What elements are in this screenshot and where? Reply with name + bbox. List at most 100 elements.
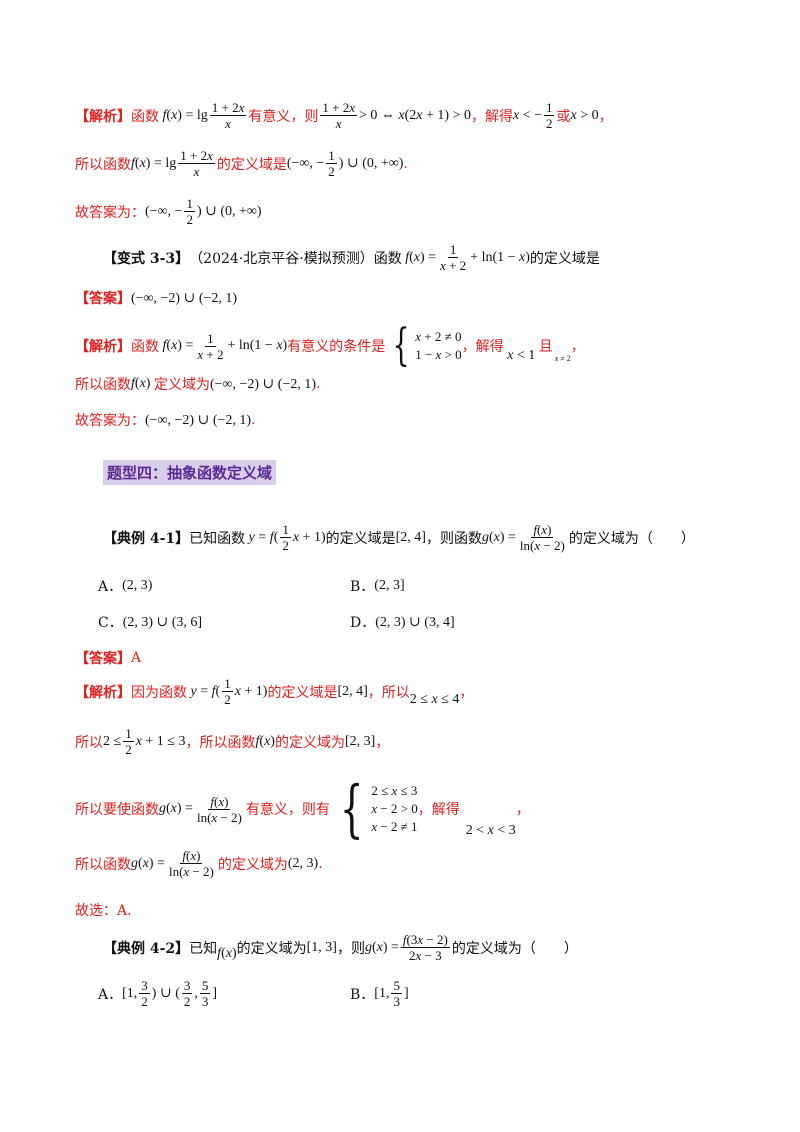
math-interval: ) ∪ (0, +∞) xyxy=(196,204,262,219)
text: 的定义域是 xyxy=(325,530,396,547)
math-fx: f(x) xyxy=(255,733,275,749)
option-label: A． xyxy=(98,579,123,595)
math-gx: g(x) = xyxy=(131,855,165,871)
text: 且 xyxy=(538,339,553,355)
math-gx: g(x) = xyxy=(159,801,193,816)
math-fx: f(x) xyxy=(131,376,154,391)
math-fraction: f(x)ln(x − 2) xyxy=(196,793,242,825)
math-ineq: x + 1 ≤ 3 xyxy=(135,733,186,749)
math-x-less-1: x < 1 xyxy=(507,348,539,363)
text: 故选：A. xyxy=(75,903,132,919)
math-interval: , xyxy=(194,985,198,1001)
math-fraction: f(3x − 2)2x − 3 xyxy=(400,932,450,963)
analysis-tag: 【解析】 xyxy=(75,108,131,125)
math-interval: (−∞, −2) ∪ (−2, 1) xyxy=(209,376,316,392)
text: 所以函数 xyxy=(75,377,131,393)
math-x-greater: x > 0 xyxy=(570,107,599,123)
text: ，解得 xyxy=(461,339,504,355)
math-gx: g(x) = xyxy=(481,529,516,545)
math-fx: f(x) = xyxy=(405,249,437,265)
math-interval: (−∞, − xyxy=(286,155,325,171)
math-interval: (2, 3) ∪ (3, 6] xyxy=(122,614,203,630)
math-x-less: x < − xyxy=(512,107,542,123)
option-label: C． xyxy=(98,615,123,631)
text: . xyxy=(318,855,323,872)
math-solution: 2 < x < 3 xyxy=(465,823,516,838)
text: 已知函数 xyxy=(189,530,246,547)
math-interval: [2, 4] xyxy=(337,683,368,699)
example-4-1-answer: 【答案】 A xyxy=(75,648,141,668)
text: ，所以函数 xyxy=(185,734,256,751)
text: 故答案为： xyxy=(75,204,145,221)
text: 的定义域是 xyxy=(267,684,338,701)
math-fx: f(x) = xyxy=(162,338,194,353)
math-arg: x + 1) xyxy=(234,683,268,699)
text: ，则 xyxy=(336,940,365,957)
answer-tag: 【答案】 xyxy=(75,651,131,667)
math-arg: x + 1) xyxy=(292,529,326,545)
option-d: D． (2, 3) ∪ (3, 4] xyxy=(350,612,455,632)
math-interval: (−∞, −2) ∪ (−2, 1) xyxy=(131,290,238,306)
example-4-1-analysis-4: 所以函数 g(x) = f(x)ln(x − 2) 的定义域为 (2, 3) . xyxy=(75,848,323,879)
math-interval: (2, 3] xyxy=(374,578,405,593)
example-4-1-choice: 故选：A. xyxy=(75,900,132,920)
answer-value: A xyxy=(131,650,142,666)
text: ，所以 xyxy=(367,684,410,701)
text: 所以函数 xyxy=(75,856,131,873)
math-interval: ) ∪ (0, +∞) xyxy=(338,156,404,171)
text: ， xyxy=(375,734,390,751)
text: ， xyxy=(459,684,474,701)
text: 有意义的条件是 xyxy=(287,339,386,355)
text: 所以 xyxy=(75,734,103,751)
option-label: D． xyxy=(350,615,376,631)
option-c: C． (2, 3) ∪ (3, 6] xyxy=(98,612,202,632)
math-interval: [2, 4] xyxy=(395,529,426,545)
option-a: A． (2, 3) xyxy=(98,576,152,596)
variant-tag: 【变式 3-3】 xyxy=(103,250,190,267)
text: 的定义域为 xyxy=(217,856,288,873)
example-tag: 【典例 4-1】 xyxy=(103,530,190,547)
math-ln: + ln(1 − x) xyxy=(470,249,530,265)
text: 所以要使函数 xyxy=(75,802,159,818)
text: ，则函数 xyxy=(425,530,482,547)
math-interval: [1, 3] xyxy=(306,939,337,955)
text: . xyxy=(251,412,256,428)
math-interval: ] xyxy=(403,985,409,1001)
math-interval: [1, xyxy=(122,985,138,1001)
text: 已知 xyxy=(189,940,218,957)
variant-3-3-answer: 【答案】 (−∞, −2) ∪ (−2, 1) xyxy=(75,288,237,308)
math-ineq: 2 ≤ xyxy=(103,733,122,749)
analysis-tag: 【解析】 xyxy=(75,684,131,701)
math-interval: [1, xyxy=(374,985,390,1001)
option-label: B． xyxy=(350,986,375,1003)
option-b: B． (2, 3] xyxy=(350,576,405,596)
option-label: A． xyxy=(98,986,123,1003)
text: ，解得 xyxy=(470,108,513,125)
option-label: B． xyxy=(350,579,375,595)
math-fx: f(x) xyxy=(217,945,237,961)
math-interval: (2, 3) ∪ (3, 4] xyxy=(375,614,455,630)
text: 的定义域是 xyxy=(529,250,600,267)
math-interval: (−∞, − xyxy=(145,203,183,219)
math-fraction: f(x)ln(x − 2) xyxy=(168,848,214,879)
math-x-neq: x ≠ 2 xyxy=(554,353,571,363)
text: 的定义域为（ ） xyxy=(568,530,695,547)
math-interval: [2, 3] xyxy=(344,733,376,749)
math-fx-lg: f(x) = lg xyxy=(131,155,177,171)
section-heading: 题型四：抽象函数定义域 xyxy=(103,460,277,485)
source: （2024·北京平谷·模拟预测） xyxy=(189,250,374,267)
text: ， xyxy=(570,339,585,355)
math-interval: (2, 3) xyxy=(122,578,153,593)
math-y-eq: y = f( xyxy=(190,683,221,699)
